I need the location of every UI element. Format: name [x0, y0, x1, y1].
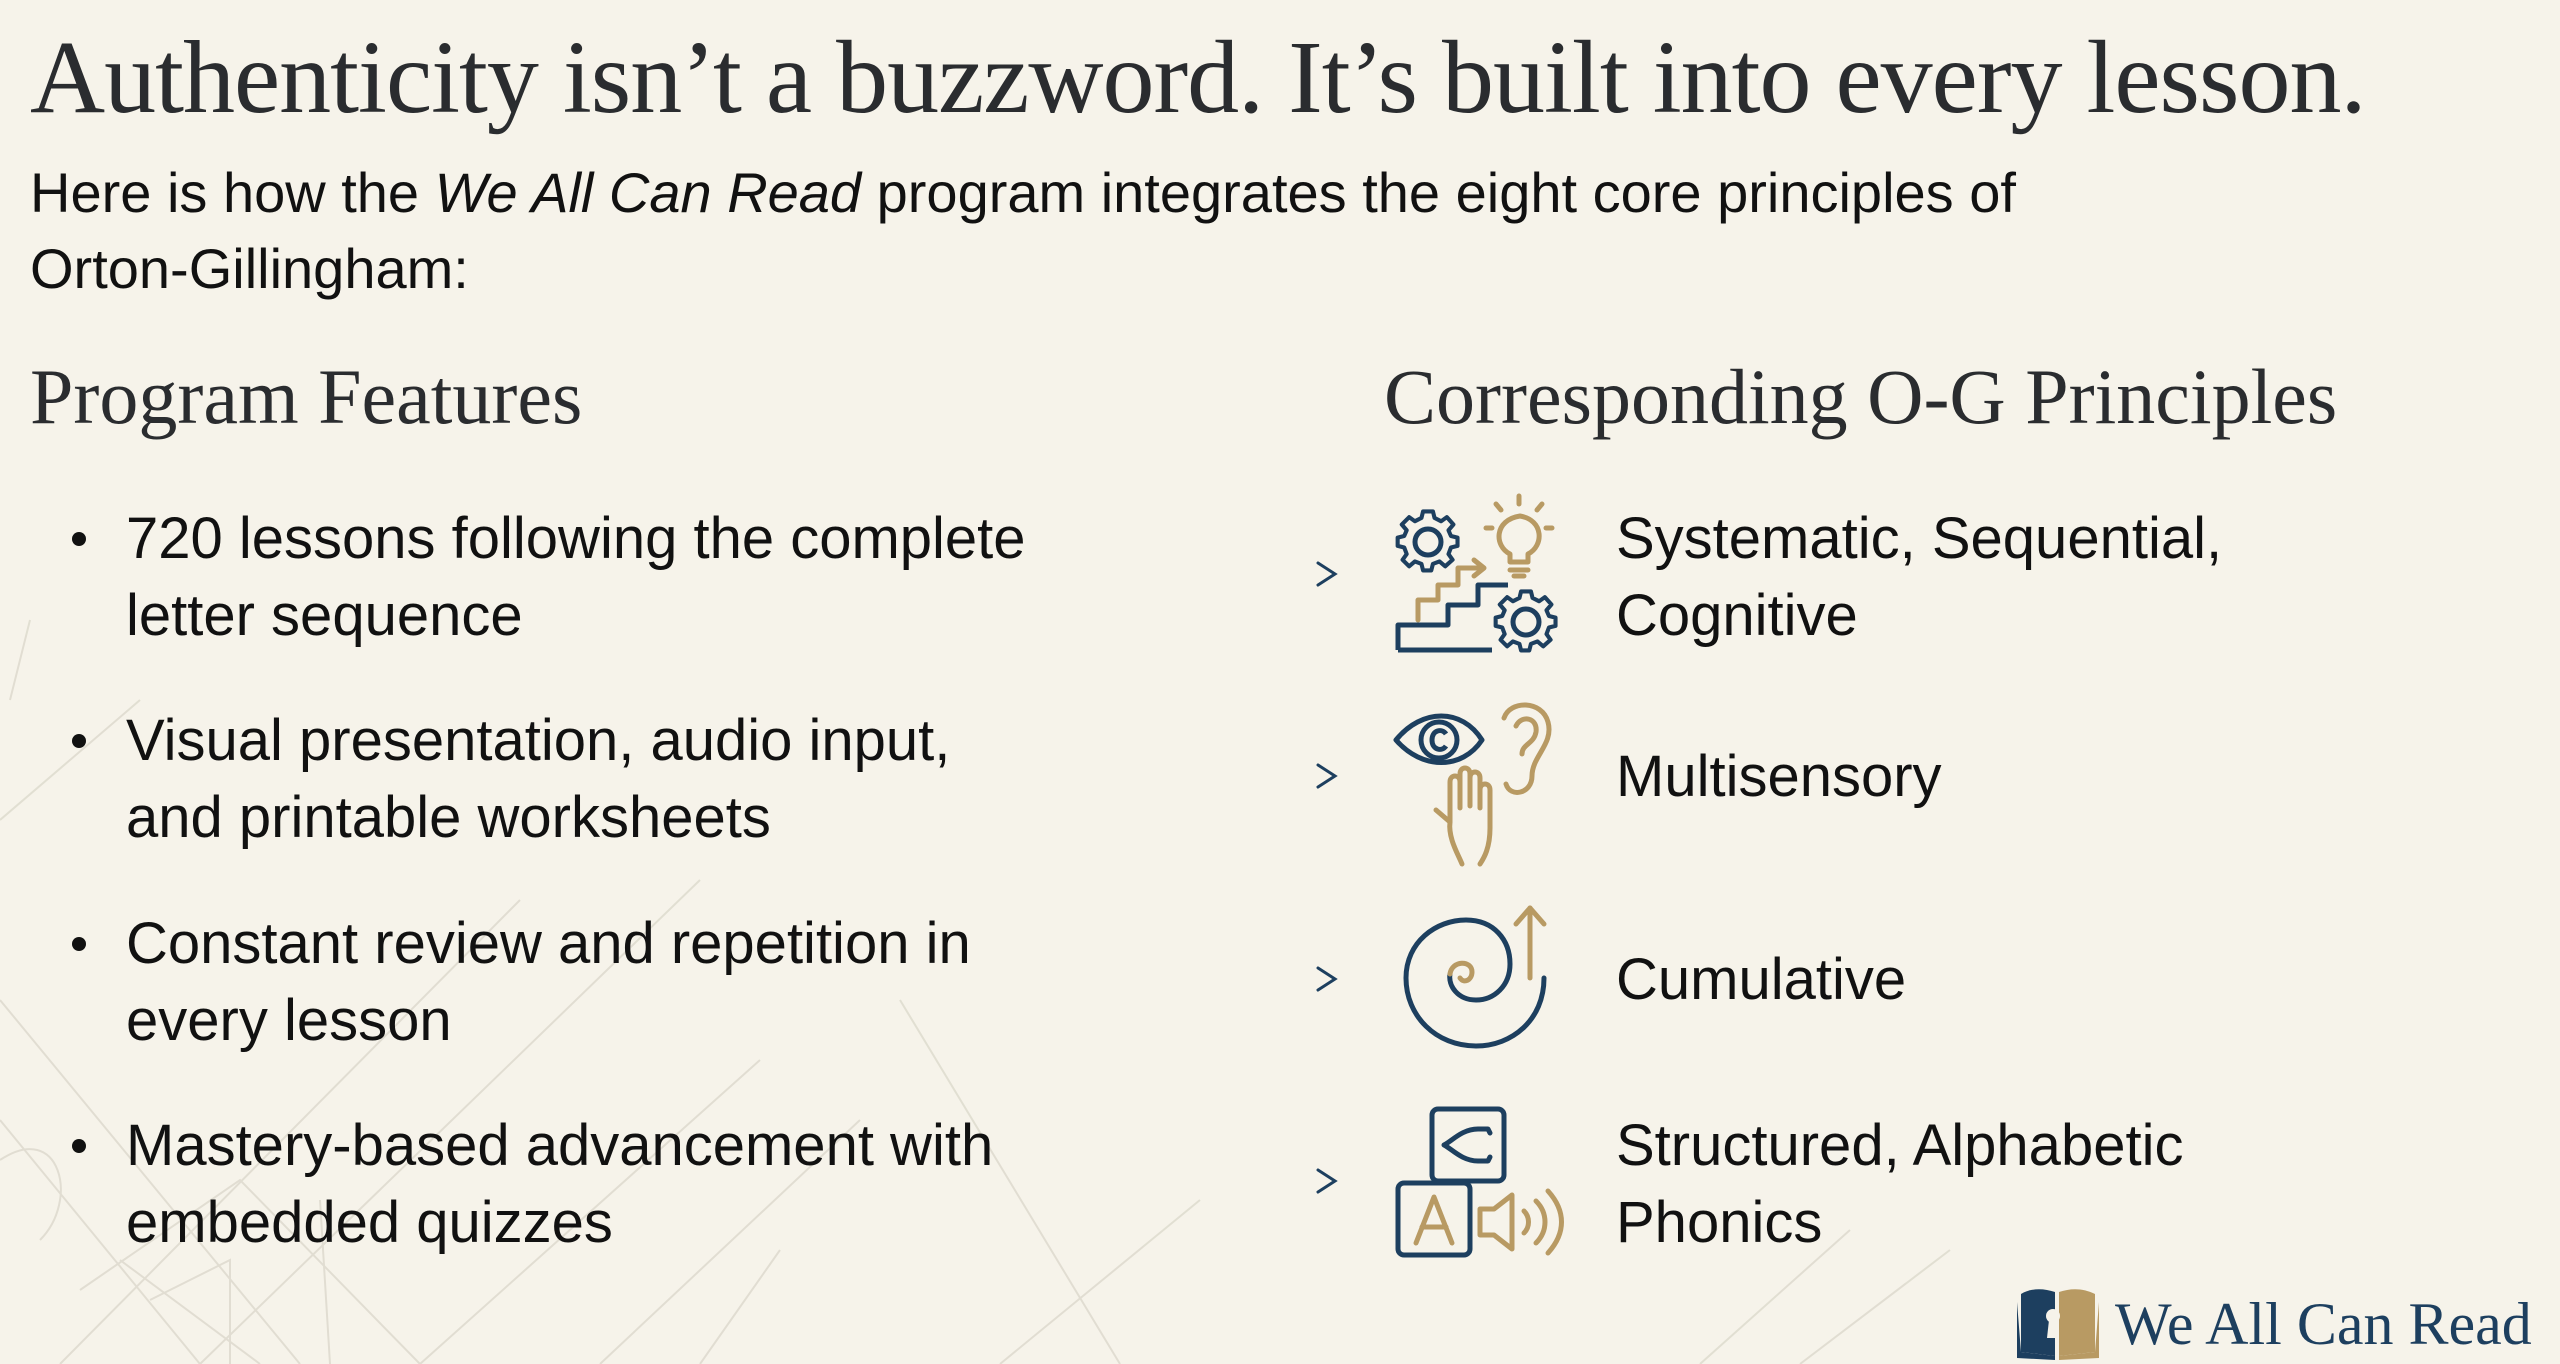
feature-line-1: Visual presentation, audio input,	[126, 708, 951, 773]
og-principles-heading: Corresponding O-G Principles	[1384, 353, 2338, 440]
letter-blocks-speaker-icon	[1395, 1106, 1564, 1258]
feature-row: Visual presentation, audio input, and pri…	[0, 702, 2560, 892]
stairs-gears-lightbulb-icon	[1395, 493, 1558, 653]
feature-text: 720 lessons following the complete letter…	[126, 500, 1146, 654]
arrow-right-icon	[1157, 763, 1338, 789]
page-title: Authenticity isn’t a buzzword. It’s buil…	[30, 20, 2366, 135]
open-book-keyhole-icon	[2017, 1289, 2099, 1360]
feature-line-2: embedded quizzes	[126, 1190, 613, 1255]
principle-text: Multisensory	[1616, 738, 2516, 815]
arrow-right-icon	[1157, 1168, 1338, 1194]
feature-line-1: 720 lessons following the complete	[126, 506, 1026, 571]
feature-line-1: Constant review and repetition in	[126, 911, 971, 976]
principle-line-1: Structured, Alphabetic	[1616, 1113, 2184, 1178]
bullet-dot	[72, 1139, 86, 1153]
feature-line-2: and printable worksheets	[126, 785, 771, 850]
subtitle-prefix: Here is how the	[30, 161, 435, 224]
brand-logo: We All Can Read	[2015, 1284, 2532, 1364]
feature-line-2: letter sequence	[126, 583, 523, 648]
principle-line-2: Phonics	[1616, 1190, 1823, 1255]
feature-line-2: every lesson	[126, 988, 452, 1053]
program-features-heading: Program Features	[30, 353, 583, 440]
subtitle: Here is how the We All Can Read program …	[30, 155, 2330, 307]
principle-line-1: Systematic, Sequential,	[1616, 506, 2223, 571]
feature-text: Constant review and repetition in every l…	[126, 905, 1146, 1059]
feature-line-1: Mastery-based advancement with	[126, 1113, 994, 1178]
principle-line-2: Cognitive	[1616, 583, 1858, 648]
principle-text: Systematic, Sequential, Cognitive	[1616, 500, 2516, 654]
principle-text: Cumulative	[1616, 941, 2516, 1018]
bullet-dot	[72, 937, 86, 951]
feature-row: 720 lessons following the complete letter…	[0, 493, 2560, 690]
subtitle-suffix: program integrates the eight core princi…	[861, 161, 2016, 224]
spiral-arrow-icon	[1403, 905, 1547, 1049]
eye-ear-hand-icon	[1393, 702, 1552, 867]
feature-text: Mastery-based advancement with embedded q…	[126, 1107, 1146, 1261]
feature-row: Mastery-based advancement with embedded q…	[0, 1106, 2560, 1297]
subtitle-line2: Orton-Gillingham:	[30, 237, 469, 300]
principle-line-1: Multisensory	[1616, 744, 1942, 809]
feature-row: Constant review and repetition in every l…	[0, 905, 2560, 1095]
bullet-dot	[72, 734, 86, 748]
brand-name: We All Can Read	[2115, 1290, 2532, 1357]
arrow-right-icon	[1157, 561, 1338, 587]
arrow-right-icon	[1157, 966, 1338, 992]
principle-line-1: Cumulative	[1616, 947, 1907, 1012]
feature-text: Visual presentation, audio input, and pri…	[126, 702, 1146, 856]
bullet-dot	[72, 532, 86, 546]
program-name: We All Can Read	[434, 161, 862, 224]
